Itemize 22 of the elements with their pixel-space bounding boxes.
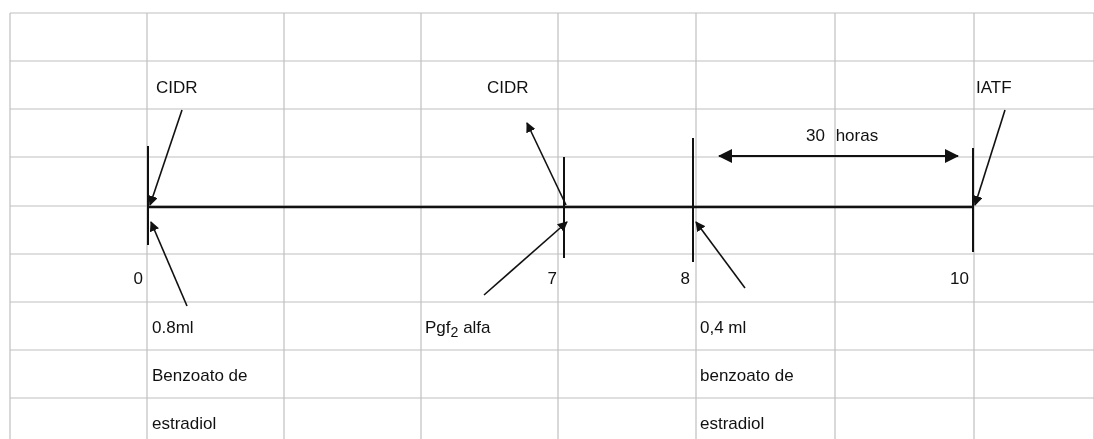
- arrow: [483, 221, 568, 296]
- day-number: 8: [680, 268, 690, 290]
- day-number: 0: [133, 268, 143, 290]
- duration-label: 30 horas: [806, 125, 879, 147]
- annotation-text: IATF: [976, 64, 1012, 112]
- arrow: [695, 221, 746, 289]
- arrow: [972, 109, 1006, 206]
- drug-text: Benzoato de estradiol: [152, 365, 249, 435]
- timeline-line: [693, 205, 973, 209]
- arrow: [149, 221, 188, 307]
- annotation-text: CIDR: [156, 64, 198, 112]
- drug-text: Pgf$_{2}$ alfa: [425, 304, 491, 357]
- arrow: [526, 122, 567, 206]
- dose-text: 0.8ml: [152, 317, 195, 339]
- annotation-text: CIDR: [487, 64, 529, 112]
- timeline-line: [564, 205, 693, 209]
- drug-text: benzoato de estradiol: [700, 365, 795, 435]
- day-number: 10: [950, 268, 969, 290]
- arrow: [148, 109, 183, 206]
- dose-text: 0,4 ml: [700, 317, 748, 339]
- timeline-line: [148, 205, 564, 209]
- day-number: 7: [547, 268, 557, 290]
